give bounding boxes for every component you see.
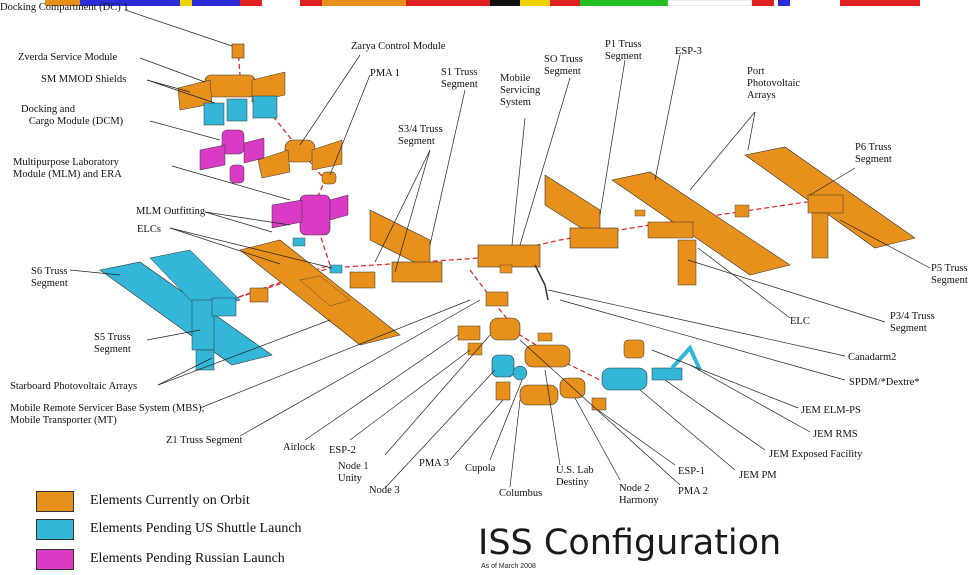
label-s34: S3/4 Truss Segment: [398, 124, 443, 147]
label-s6: S6 Truss Segment: [31, 266, 68, 289]
legend-item-pending-us: Elements Pending US Shuttle Launch: [36, 518, 302, 540]
label-mss: Mobile Servicing System: [500, 73, 541, 108]
label-sm-mmod: SM MMOD Shields: [41, 74, 127, 85]
label-esp2: ESP-2: [329, 445, 356, 456]
label-dc1: Docking Compartment (DC) 1: [0, 2, 129, 13]
legend-item-on-orbit: Elements Currently on Orbit: [36, 490, 250, 512]
jem-modules: [601, 339, 702, 391]
legend-swatch-orange: [36, 490, 74, 512]
legend-label: Elements Pending Russian Launch: [90, 551, 285, 566]
sm-mmod-shields: [203, 95, 278, 126]
docking-compartment-dc1: [231, 43, 245, 59]
label-dcm: Docking and Cargo Module (DCM): [21, 104, 124, 127]
label-uslab: U.S. Lab Destiny: [556, 465, 594, 488]
label-pma3: PMA 3: [419, 458, 450, 469]
top-color-strip: [45, 0, 920, 6]
label-p6: P6 Truss Segment: [855, 142, 892, 165]
legend-swatch-magenta: [36, 548, 74, 570]
p3-p4-arrays: [611, 171, 791, 286]
s6-s5-solar-arrays: [99, 249, 273, 371]
label-elcs: ELCs: [137, 224, 161, 235]
label-s0: SO Truss Segment: [544, 54, 583, 77]
label-zvezda: Zverda Service Module: [18, 52, 118, 63]
label-pma1: PMA 1: [370, 68, 401, 79]
label-p34: P3/4 Truss Segment: [890, 311, 935, 334]
label-s1: S1 Truss Segment: [441, 67, 478, 90]
label-canadarm2: Canadarm2: [848, 352, 897, 363]
s1-truss: [369, 209, 443, 283]
zvezda-module: [177, 71, 286, 111]
legend-label: Elements Pending US Shuttle Launch: [90, 521, 302, 536]
label-node3: Node 3: [369, 485, 400, 496]
label-esp1: ESP-1: [678, 466, 705, 477]
mlm-module: [271, 194, 349, 247]
label-stbd-pva: Starboard Photovoltaic Arrays: [10, 381, 138, 392]
label-zarya: Zarya Control Module: [351, 41, 446, 52]
label-s5: S5 Truss Segment: [94, 332, 131, 355]
label-airlock: Airlock: [283, 442, 316, 453]
diagram-title: ISS Configuration: [478, 523, 782, 563]
zarya-module: [257, 139, 343, 185]
s3-s4-truss-arrays: [239, 239, 401, 346]
legend-label: Elements Currently on Orbit: [90, 493, 250, 508]
label-mbs: Mobile Remote Servicer Base System (MBS)…: [10, 403, 205, 426]
label-mlm-outfitting: MLM Outfitting: [136, 206, 206, 217]
p5-p6-arrays: [734, 146, 916, 259]
p1-truss-radiator: [544, 174, 619, 249]
label-pma2: PMA 2: [678, 486, 709, 497]
label-elc: ELC: [790, 316, 810, 327]
legend-item-pending-russian: Elements Pending Russian Launch: [36, 548, 285, 570]
label-esp3: ESP-3: [675, 46, 702, 57]
legend-swatch-cyan: [36, 518, 74, 540]
label-mlm: Multipurpose Laboratory Module (MLM) and…: [13, 157, 122, 180]
label-cupola: Cupola: [465, 463, 496, 474]
label-jem-ef: JEM Exposed Facility: [769, 449, 863, 460]
label-node1: Node 1 Unity: [338, 461, 369, 484]
label-port-pva: Port Photovoltaic Arrays: [747, 66, 801, 101]
leader-lines: [69, 9, 931, 489]
z1-and-nodes: [457, 317, 521, 356]
label-jem-elm: JEM ELM-PS: [801, 405, 861, 416]
s0-truss-mss: [477, 244, 549, 307]
label-spdm: SPDM/*Dextre*: [849, 377, 920, 388]
label-z1: Z1 Truss Segment: [166, 435, 243, 446]
diagram-subtitle: As of March 2008: [481, 563, 536, 570]
label-jem-pm: JEM PM: [739, 470, 777, 481]
label-jem-rms: JEM RMS: [813, 429, 858, 440]
label-columbus: Columbus: [499, 488, 543, 499]
dcm-module: [199, 129, 265, 184]
label-p5: P5 Truss Segment: [931, 263, 968, 286]
label-node2: Node 2 Harmony: [619, 483, 659, 506]
node3-cupola: [491, 354, 528, 381]
label-p1: P1 Truss Segment: [605, 39, 642, 62]
